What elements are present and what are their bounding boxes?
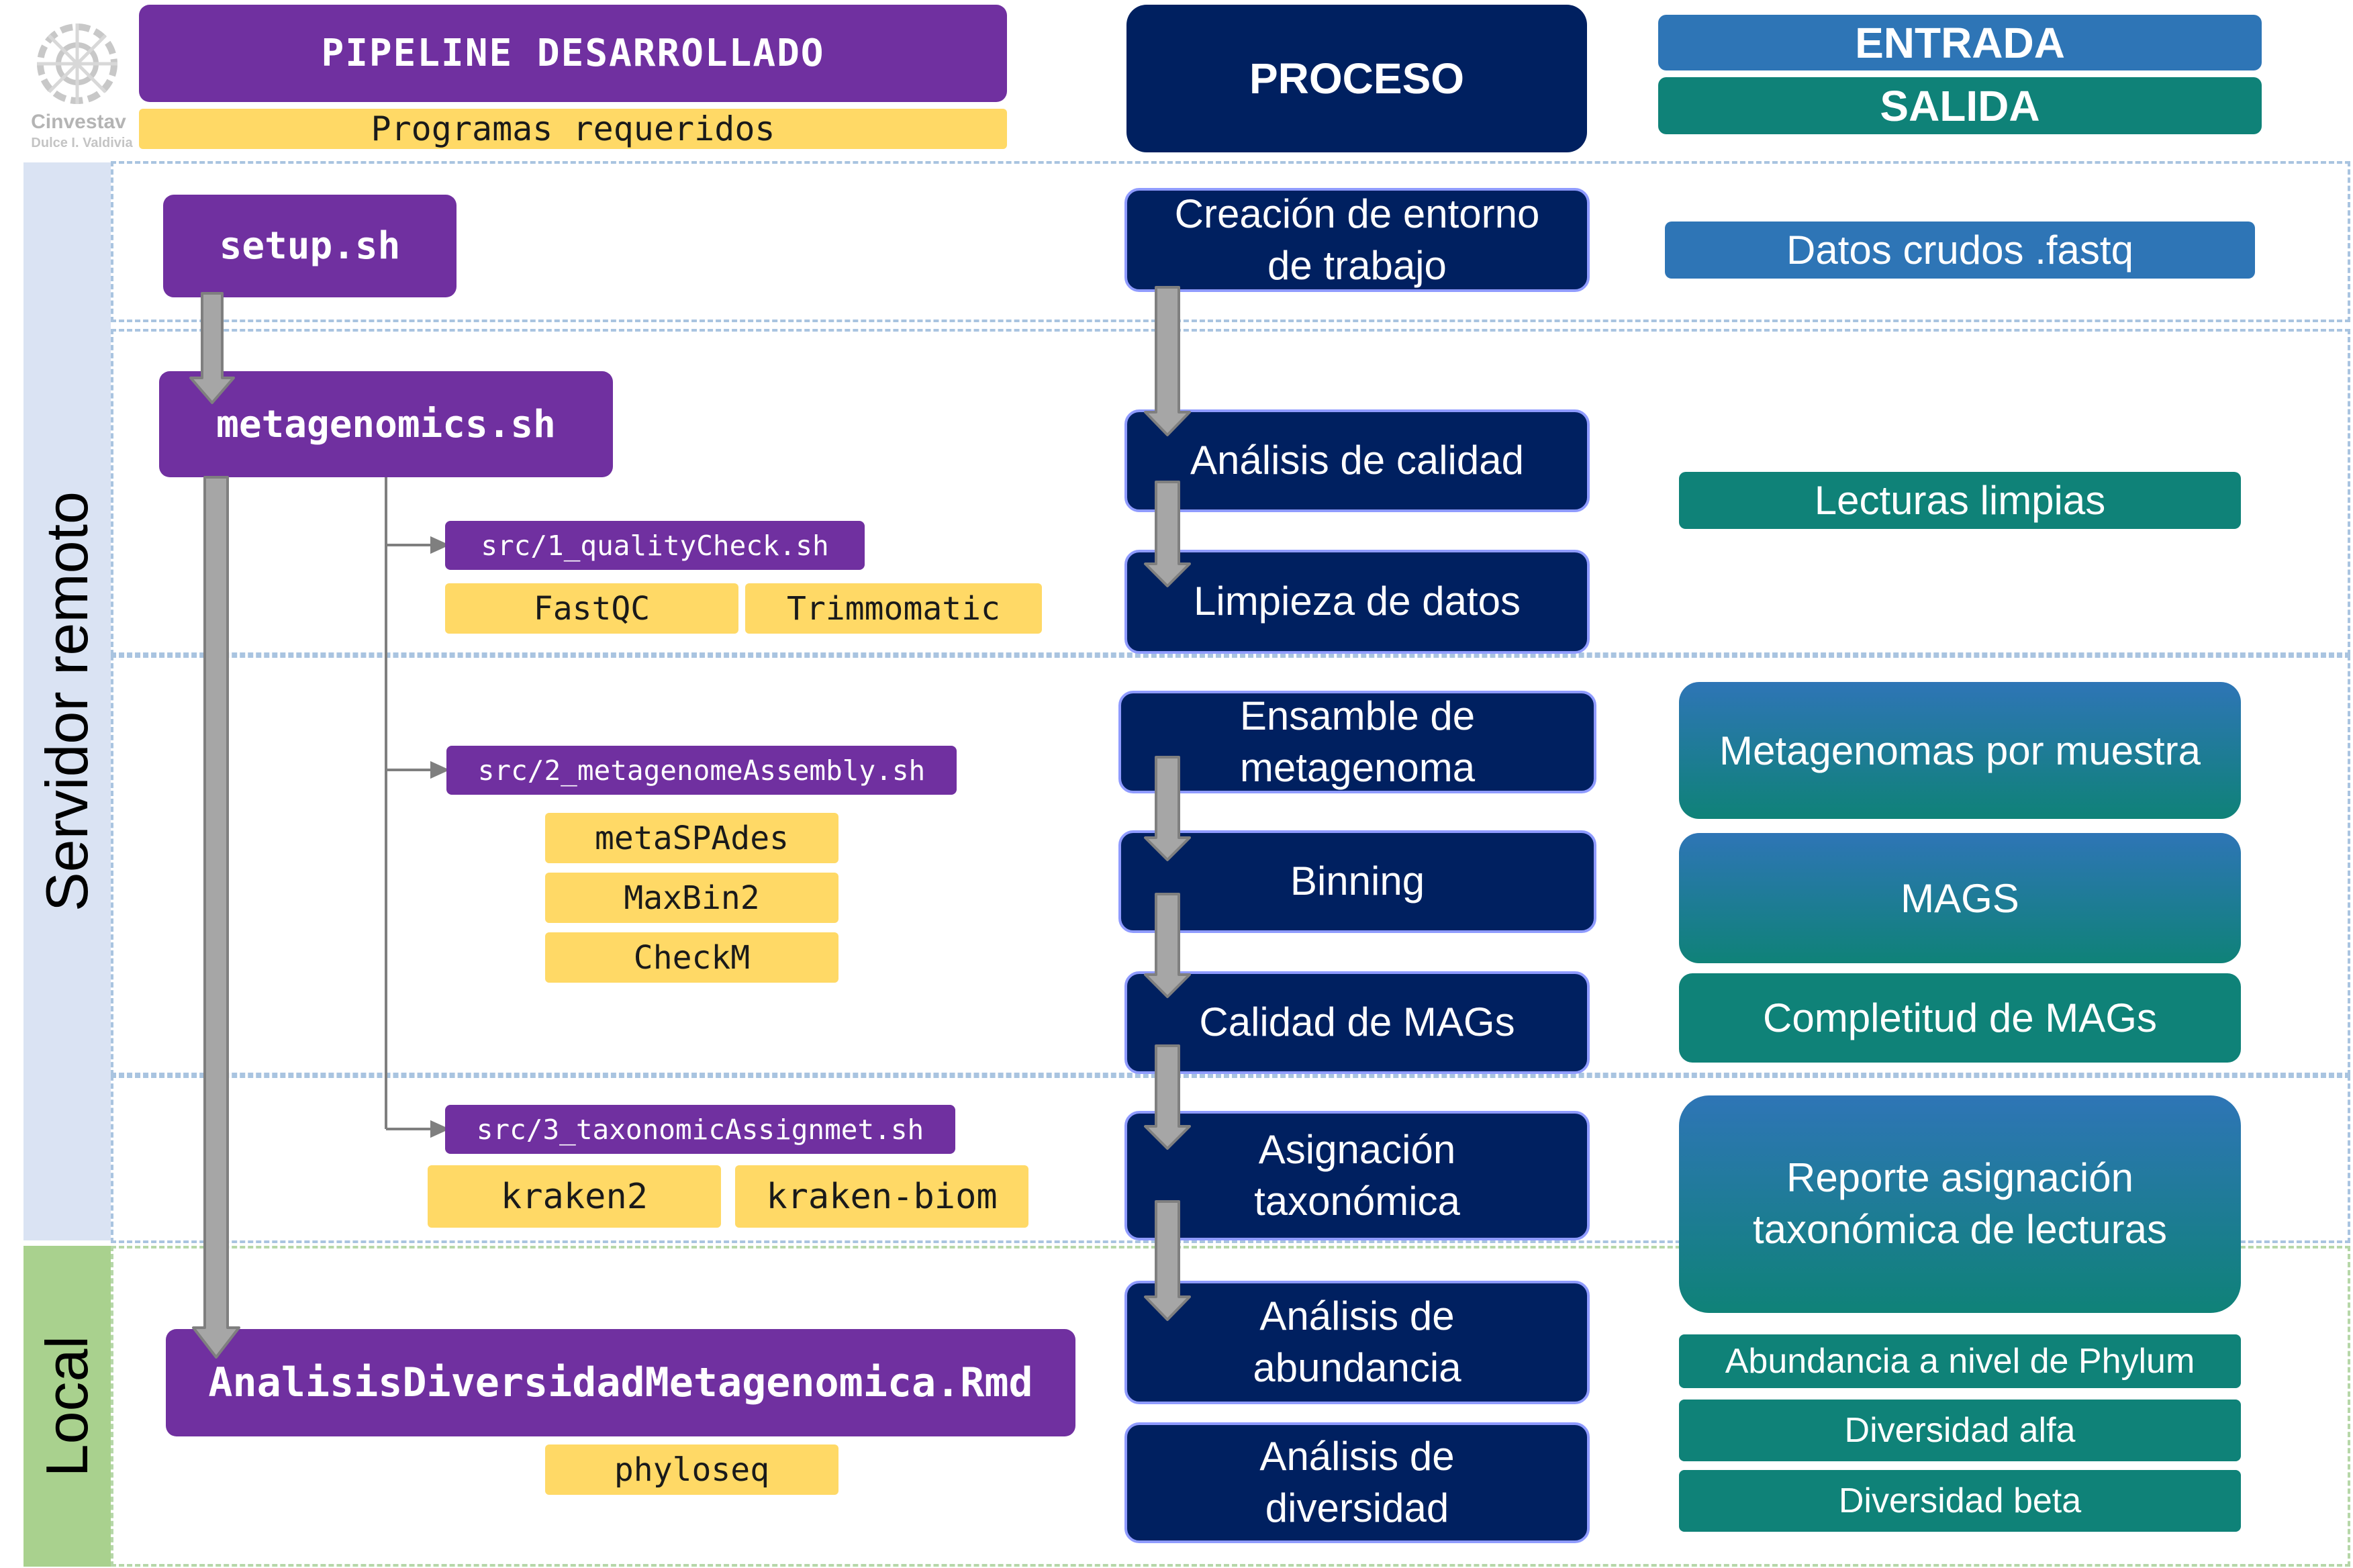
output-mag-completeness: Completitud de MAGs	[1679, 973, 2241, 1063]
arrow-process-5-6	[1144, 893, 1191, 998]
input-raw-data: Datos crudos .fastq	[1665, 222, 2255, 279]
logo-author: Dulce I. Valdivia	[31, 136, 133, 150]
script-quality-check: src/1_qualityCheck.sh	[445, 521, 865, 570]
remote-band	[23, 162, 111, 1240]
output-metagenomes: Metagenomas por muestra	[1679, 682, 2241, 819]
process-line: Calidad de MAGs	[1199, 999, 1515, 1045]
process-line: Binning	[1290, 859, 1425, 904]
legend-input: ENTRADA	[1658, 15, 2262, 70]
process-metagenome-assembly: Ensamble de metagenoma	[1118, 691, 1596, 793]
process-binning: Binning	[1118, 830, 1596, 933]
process-environment-setup: Creación de entorno de trabajo	[1124, 188, 1590, 292]
arrow-process-6-7	[1144, 1044, 1191, 1150]
output-phylum-abundance: Abundancia a nivel de Phylum	[1679, 1334, 2241, 1388]
process-mag-quality: Calidad de MAGs	[1124, 971, 1590, 1074]
output-beta-diversity: Diversidad beta	[1679, 1470, 2241, 1532]
cinvestav-emblem-icon	[37, 23, 117, 104]
program-kraken2: kraken2	[428, 1165, 721, 1228]
process-line: Limpieza de datos	[1194, 579, 1521, 624]
script-metagenome-assembly: src/2_metagenomeAssembly.sh	[446, 746, 957, 795]
legend-pipeline: PIPELINE DESARROLLADO	[139, 5, 1007, 102]
process-line: Asignación	[1258, 1126, 1456, 1172]
process-abundance-analysis: Análisis de abundancia	[1124, 1281, 1590, 1404]
script-taxonomic-assignment: src/3_taxonomicAssignmet.sh	[445, 1105, 955, 1154]
output-mags: MAGS	[1679, 833, 2241, 963]
program-trimmomatic: Trimmomatic	[745, 583, 1042, 634]
program-checkm: CheckM	[545, 932, 838, 983]
process-line: abundancia	[1253, 1345, 1461, 1390]
process-line: diversidad	[1265, 1485, 1449, 1530]
row-frame-setup	[111, 161, 2350, 322]
process-quality-analysis: Análisis de calidad	[1124, 409, 1590, 512]
process-line: de trabajo	[1267, 242, 1447, 288]
process-line: Creación de entorno	[1174, 191, 1540, 236]
local-band	[23, 1246, 111, 1567]
cinvestav-logo: Cinvestav Dulce I. Valdivia	[15, 13, 142, 154]
script-metagenomics: metagenomics.sh	[159, 371, 613, 477]
process-line: Análisis de calidad	[1190, 438, 1524, 483]
process-line: metagenoma	[1239, 744, 1476, 790]
process-line: Análisis de	[1259, 1293, 1455, 1339]
program-kraken-biom: kraken-biom	[735, 1165, 1028, 1228]
output-taxonomic-report: Reporte asignación taxonómica de lecturas	[1679, 1095, 2241, 1313]
report-line: taxonómica de lecturas	[1753, 1207, 2167, 1252]
script-diversity-analysis: AnalisisDiversidadMetagenomica.Rmd	[166, 1329, 1075, 1436]
arrow-process-2-3	[1144, 481, 1191, 587]
arrow-metagenomics-to-analysis	[192, 476, 240, 1359]
program-fastqc: FastQC	[445, 583, 738, 634]
row-frame-local	[111, 1246, 2350, 1567]
script-setup: setup.sh	[163, 195, 457, 297]
output-alpha-diversity: Diversidad alfa	[1679, 1400, 2241, 1461]
process-line: taxonómica	[1254, 1178, 1460, 1224]
output-clean-reads: Lecturas limpias	[1679, 472, 2241, 529]
program-metaspades: metaSPAdes	[545, 813, 838, 863]
program-maxbin2: MaxBin2	[545, 873, 838, 923]
legend-output: SALIDA	[1658, 77, 2262, 134]
legend-process: PROCESO	[1126, 5, 1587, 152]
process-line: Ensamble de	[1239, 693, 1476, 738]
arrow-process-1-2	[1144, 286, 1191, 436]
arrow-process-7-8	[1144, 1200, 1191, 1321]
row-frame-quality	[111, 329, 2350, 655]
row-frame-assembly	[111, 655, 2350, 1075]
process-data-cleaning: Limpieza de datos	[1124, 550, 1590, 654]
row-frame-taxonomy	[111, 1075, 2350, 1243]
process-taxonomic-assignment: Asignación taxonómica	[1124, 1111, 1590, 1240]
program-phyloseq: phyloseq	[545, 1444, 838, 1495]
legend-programs: Programas requeridos	[139, 109, 1007, 149]
arrow-setup-to-metagenomics	[189, 292, 235, 404]
arrow-process-4-5	[1144, 756, 1191, 861]
process-diversity-analysis: Análisis de diversidad	[1124, 1422, 1590, 1543]
process-line: Análisis de	[1259, 1434, 1455, 1479]
report-line: Reporte asignación	[1786, 1155, 2133, 1201]
logo-name: Cinvestav	[31, 111, 126, 133]
